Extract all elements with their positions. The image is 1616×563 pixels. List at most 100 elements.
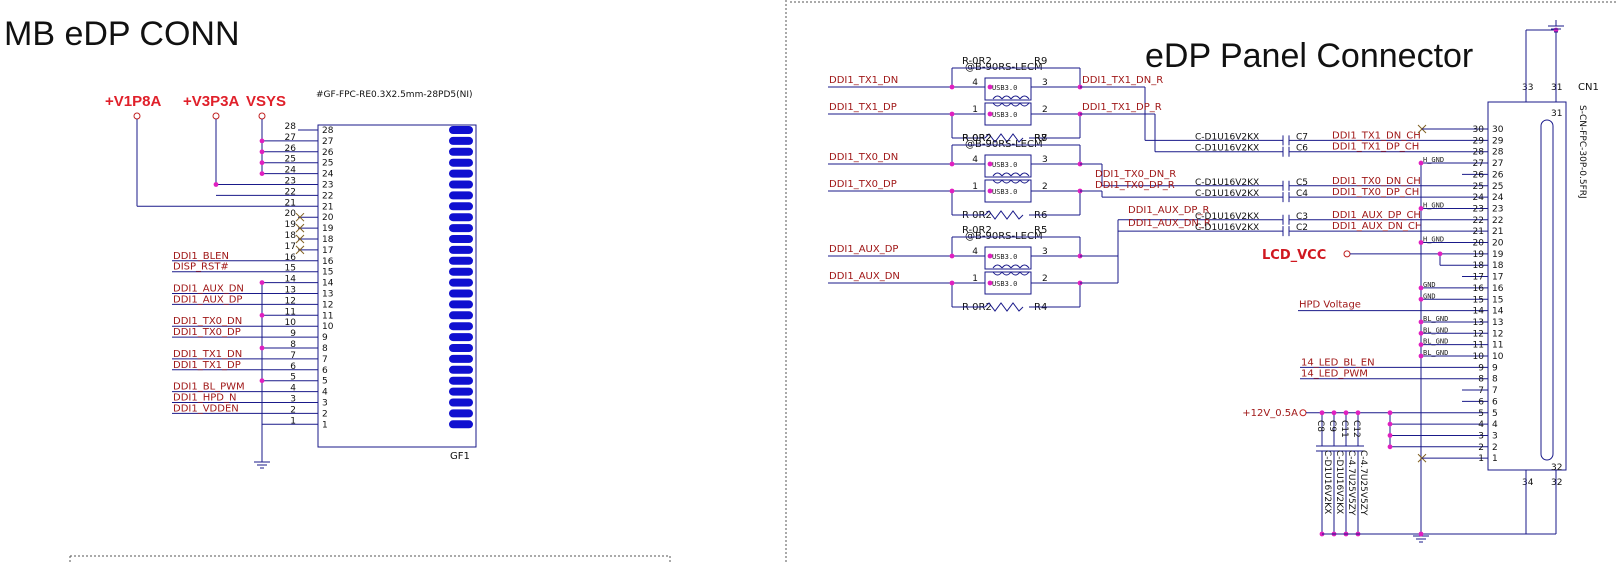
fpc-pad — [449, 191, 473, 200]
winding-turn — [992, 172, 1003, 177]
panel-pin-number: 21 — [1473, 227, 1484, 237]
resistor-value: R-0R2 — [962, 133, 992, 144]
panel-pin-number-inner: 29 — [1492, 136, 1504, 146]
winding-turn — [1010, 95, 1021, 100]
choke-core: USB3.0 — [992, 280, 1017, 288]
pin-number-inner: 11 — [322, 311, 333, 321]
pin-32-in: 32 — [1551, 463, 1562, 473]
junction-dot — [1418, 160, 1424, 166]
signal-label-disp-rst-: DISP_RST# — [173, 262, 229, 273]
panel-pin-number-inner: 3 — [1492, 431, 1498, 441]
choke-pin: 4 — [972, 155, 978, 165]
junction-dot — [1387, 433, 1393, 438]
junction-dot — [1355, 410, 1361, 416]
left-title: MB eDP CONN — [4, 15, 240, 53]
choke-pin: 1 — [972, 105, 978, 115]
panel-pin-number-inner: 18 — [1492, 261, 1504, 271]
pin-number-inner: 21 — [322, 202, 333, 212]
panel-pin-number: 13 — [1473, 318, 1484, 328]
pin-number-inner: 18 — [322, 235, 334, 245]
fpc-pad — [449, 267, 473, 276]
junction-dot — [987, 161, 993, 167]
choke-pin: 3 — [1042, 247, 1048, 257]
r-net-label: DDI1_AUX_DN_R — [1128, 218, 1211, 229]
cap-refdes: C4 — [1296, 189, 1308, 199]
cap-net-label: DDI1_TX0_DN_CH — [1332, 176, 1421, 187]
input-label: DDI1_TX0_DP — [829, 179, 897, 190]
panel-pin-number-inner: 14 — [1492, 307, 1504, 317]
cap-refdes: C5 — [1296, 178, 1308, 188]
panel-pin-number-inner: 28 — [1492, 148, 1504, 158]
input-label: DDI1_AUX_DN — [829, 271, 900, 282]
pin-number-outer: 16 — [285, 253, 297, 263]
signal-label-ddi1-blen: DDI1_BLEN — [173, 251, 229, 262]
pin-number-inner: 23 — [322, 181, 333, 191]
choke-pin: 4 — [972, 78, 978, 88]
bulk-cap-refdes: C9 — [1327, 420, 1337, 432]
junction-dot — [1418, 296, 1424, 302]
winding-turn — [1010, 179, 1021, 184]
winding-turn — [1001, 271, 1012, 276]
bulk-cap: C9C-D1U16V2KX — [1327, 410, 1344, 537]
nc-mark — [295, 223, 305, 233]
choke-core: USB3.0 — [992, 161, 1017, 169]
pin-number-inner: 15 — [322, 268, 333, 278]
panel-pin-number: 1 — [1478, 454, 1484, 464]
choke-core: USB3.0 — [992, 84, 1017, 92]
winding-turn — [1019, 172, 1030, 177]
pin-number-inner: 16 — [322, 257, 334, 267]
pin-number-outer: 7 — [290, 351, 296, 361]
panel-pin-number: 24 — [1473, 193, 1485, 203]
junction-dot — [259, 345, 265, 351]
pin-number-outer: 5 — [290, 373, 296, 383]
panel-pin-number: 17 — [1473, 273, 1484, 283]
power-port — [133, 112, 141, 120]
right-title: eDP Panel Connector — [1145, 37, 1473, 75]
fpc-pad — [449, 354, 473, 363]
junction-dot — [1387, 410, 1393, 416]
choke-winding — [984, 246, 1032, 270]
resistor-zigzag — [984, 210, 1024, 220]
pin-number-inner: 24 — [322, 170, 334, 180]
cap-net-label: DDI1_AUX_DN_CH — [1332, 221, 1422, 232]
nc-mark — [295, 245, 305, 255]
panel-pin-number: 6 — [1478, 397, 1484, 407]
choke-core: USB3.0 — [992, 111, 1017, 119]
pin-number-outer: 22 — [285, 187, 296, 197]
cap-net-label: DDI1_TX0_DP_CH — [1332, 187, 1419, 198]
connector-slot — [1540, 119, 1554, 461]
ground-label: GND — [1423, 292, 1436, 300]
pin-number-inner: 5 — [322, 377, 328, 387]
fpc-pad — [449, 376, 473, 385]
fpc-pad — [449, 147, 473, 156]
cap-value: C-D1U16V2KX — [1195, 178, 1259, 188]
fpc-pad — [449, 420, 473, 429]
panel-pin-number: 28 — [1473, 148, 1485, 158]
junction-dot — [1387, 444, 1393, 450]
pin-34: 34 — [1522, 478, 1534, 488]
winding-turn — [1019, 95, 1030, 100]
junction-dot — [259, 312, 265, 318]
choke-pin: 3 — [1042, 155, 1048, 165]
panel-connector-refdes: CN1 — [1578, 82, 1599, 93]
panel-pin-number-inner: 15 — [1492, 295, 1503, 305]
ground-label: BL_GND — [1423, 326, 1448, 334]
junction-dot — [1343, 410, 1349, 416]
panel-pin-number: 10 — [1473, 352, 1485, 362]
panel-pin-number-inner: 19 — [1492, 250, 1504, 260]
panel-pin-number-inner: 13 — [1492, 318, 1503, 328]
pin-number-inner: 8 — [322, 344, 328, 354]
panel-pin-number: 4 — [1478, 420, 1484, 430]
junction-dot — [949, 253, 955, 259]
connector-part-number: #GF-FPC-RE0.3X2.5mm-28PD5(NI) — [316, 90, 473, 100]
panel-pin-number-inner: 1 — [1492, 454, 1498, 464]
ground-label: GND — [1423, 281, 1436, 289]
panel-pin-number-inner: 17 — [1492, 273, 1503, 283]
pin-number-inner: 14 — [322, 279, 334, 289]
pin-number-outer: 24 — [285, 166, 297, 176]
